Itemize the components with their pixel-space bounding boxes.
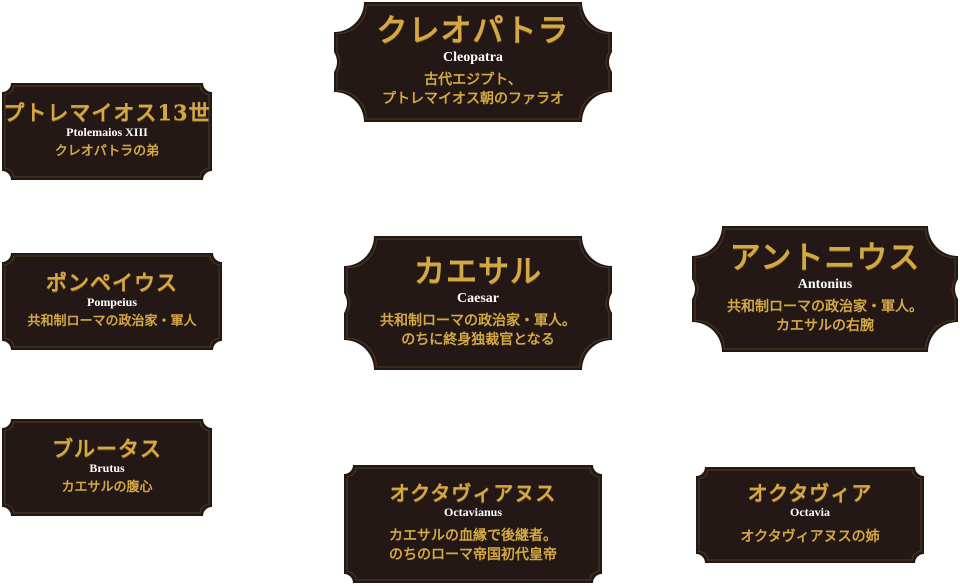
card-caesar: カエサル Caesar 共和制ローマの政治家・軍人。 のちに終身独裁官となる bbox=[344, 236, 612, 370]
card-name: プトレマイオス13世 bbox=[3, 100, 211, 126]
card-cleopatra: クレオパトラ Cleopatra 古代エジプト、 プトレマイオス朝のファラオ bbox=[334, 2, 612, 122]
card-name: オクタヴィアヌス bbox=[389, 481, 557, 506]
card-name: アントニウス bbox=[729, 240, 921, 277]
desc-line: 共和制ローマの政治家・軍人 bbox=[27, 314, 197, 330]
card-latin-name: Pompeius bbox=[86, 295, 137, 310]
card-description: クレオパトラの弟 bbox=[55, 143, 159, 161]
card-name: オクタヴィア bbox=[747, 481, 873, 506]
card-name: クレオパトラ bbox=[376, 13, 570, 50]
card-description: カエサルの血縁で後継者。 のちのローマ帝国初代皇帝 bbox=[389, 527, 557, 565]
card-latin-name: Octavia bbox=[790, 505, 830, 520]
card-latin-name: Brutus bbox=[89, 461, 125, 476]
card-octavianus-plate bbox=[344, 465, 602, 583]
card-latin-name: Octavianus bbox=[443, 505, 502, 520]
card-pompeius-plate bbox=[2, 253, 222, 350]
desc-line: のちのローマ帝国初代皇帝 bbox=[389, 547, 557, 564]
card-name: カエサル bbox=[414, 254, 542, 291]
card-cleopatra-plate bbox=[334, 2, 612, 122]
card-description: 共和制ローマの政治家・軍人。 カエサルの右腕 bbox=[727, 298, 923, 336]
desc-line: 共和制ローマの政治家・軍人。 bbox=[380, 313, 576, 330]
card-name: ポンペイウス bbox=[46, 270, 178, 296]
desc-line: プトレマイオス朝のファラオ bbox=[382, 90, 564, 107]
card-octavianus: オクタヴィアヌス Octavianus カエサルの血縁で後継者。 のちのローマ帝… bbox=[344, 465, 602, 583]
card-antonius-plate bbox=[692, 226, 958, 352]
desc-line: 共和制ローマの政治家・軍人。 bbox=[727, 299, 923, 316]
card-caesar-plate bbox=[344, 236, 612, 370]
card-antonius: アントニウス Antonius 共和制ローマの政治家・軍人。 カエサルの右腕 bbox=[692, 226, 958, 352]
card-octavia: オクタヴィア Octavia オクタヴィアヌスの姉 bbox=[696, 467, 924, 563]
desc-line: オクタヴィアヌスの姉 bbox=[740, 528, 880, 545]
card-brutus-plate bbox=[2, 419, 212, 516]
card-description: 古代エジプト、 プトレマイオス朝のファラオ bbox=[382, 71, 564, 109]
desc-line: のちに終身独裁官となる bbox=[401, 331, 555, 348]
card-latin-name: Ptolemaios XIII bbox=[66, 125, 148, 140]
card-latin-name: Caesar bbox=[457, 290, 499, 306]
card-description: カエサルの腹心 bbox=[61, 479, 152, 497]
card-octavia-plate bbox=[696, 467, 924, 563]
card-brutus: ブルータス Brutus カエサルの腹心 bbox=[2, 419, 212, 516]
card-latin-name: Cleopatra bbox=[443, 49, 503, 65]
card-ptolemaios-plate bbox=[2, 83, 212, 180]
desc-line: 古代エジプト、 bbox=[424, 72, 522, 89]
card-latin-name: Antonius bbox=[797, 276, 853, 292]
desc-line: カエサルの血縁で後継者。 bbox=[389, 528, 557, 545]
desc-line: カエサルの右腕 bbox=[776, 317, 874, 334]
desc-line: カエサルの腹心 bbox=[61, 480, 153, 496]
card-description: 共和制ローマの政治家・軍人。 のちに終身独裁官となる bbox=[380, 312, 576, 350]
card-pompeius: ポンペイウス Pompeius 共和制ローマの政治家・軍人 bbox=[2, 253, 222, 350]
card-name: ブルータス bbox=[52, 436, 162, 462]
card-ptolemaios: プトレマイオス13世 Ptolemaios XIII クレオパトラの弟 bbox=[2, 83, 212, 180]
card-description: オクタヴィアヌスの姉 bbox=[740, 528, 879, 547]
desc-line: クレオパトラの弟 bbox=[54, 144, 160, 160]
card-description: 共和制ローマの政治家・軍人 bbox=[27, 313, 196, 331]
